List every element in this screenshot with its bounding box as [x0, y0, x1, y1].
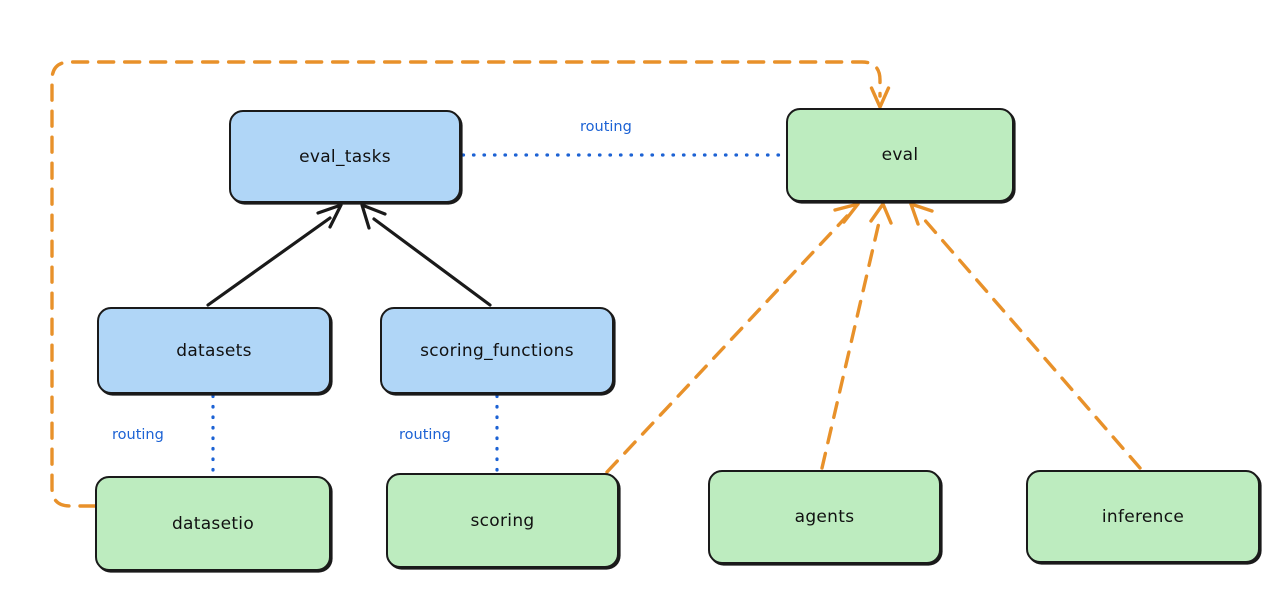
node-datasets[interactable]: datasets: [97, 307, 331, 394]
node-label: eval_tasks: [299, 146, 391, 167]
node-inference[interactable]: inference: [1026, 470, 1260, 563]
node-agents[interactable]: agents: [708, 470, 941, 564]
edge-agents-to-eval: [820, 202, 893, 470]
node-scoring[interactable]: scoring: [386, 473, 619, 568]
edge-inference-to-eval: [909, 202, 1142, 470]
edge-label-routing-scoring-functions-scoring: routing: [399, 427, 451, 443]
node-eval[interactable]: eval: [786, 108, 1014, 202]
node-eval-tasks[interactable]: eval_tasks: [229, 110, 461, 203]
node-label: scoring_functions: [420, 340, 574, 361]
node-scoring-functions[interactable]: scoring_functions: [380, 307, 614, 394]
edge-label-routing-datasets-datasetio: routing: [112, 427, 164, 443]
node-label: scoring: [470, 510, 535, 531]
node-datasetio[interactable]: datasetio: [95, 476, 331, 571]
node-label: eval: [881, 145, 919, 165]
edge-datasetio-to-eval: [50, 60, 891, 508]
node-label: datasets: [176, 340, 252, 361]
node-label: agents: [794, 507, 855, 527]
edge-datasets-to-eval-tasks: [206, 203, 343, 307]
edge-label-routing-eval-tasks-eval: routing: [580, 119, 632, 135]
edge-scoring-functions-to-eval-tasks: [360, 203, 492, 307]
node-label: datasetio: [171, 513, 255, 534]
node-label: inference: [1101, 506, 1185, 527]
edge-scoring-to-eval: [605, 202, 860, 474]
